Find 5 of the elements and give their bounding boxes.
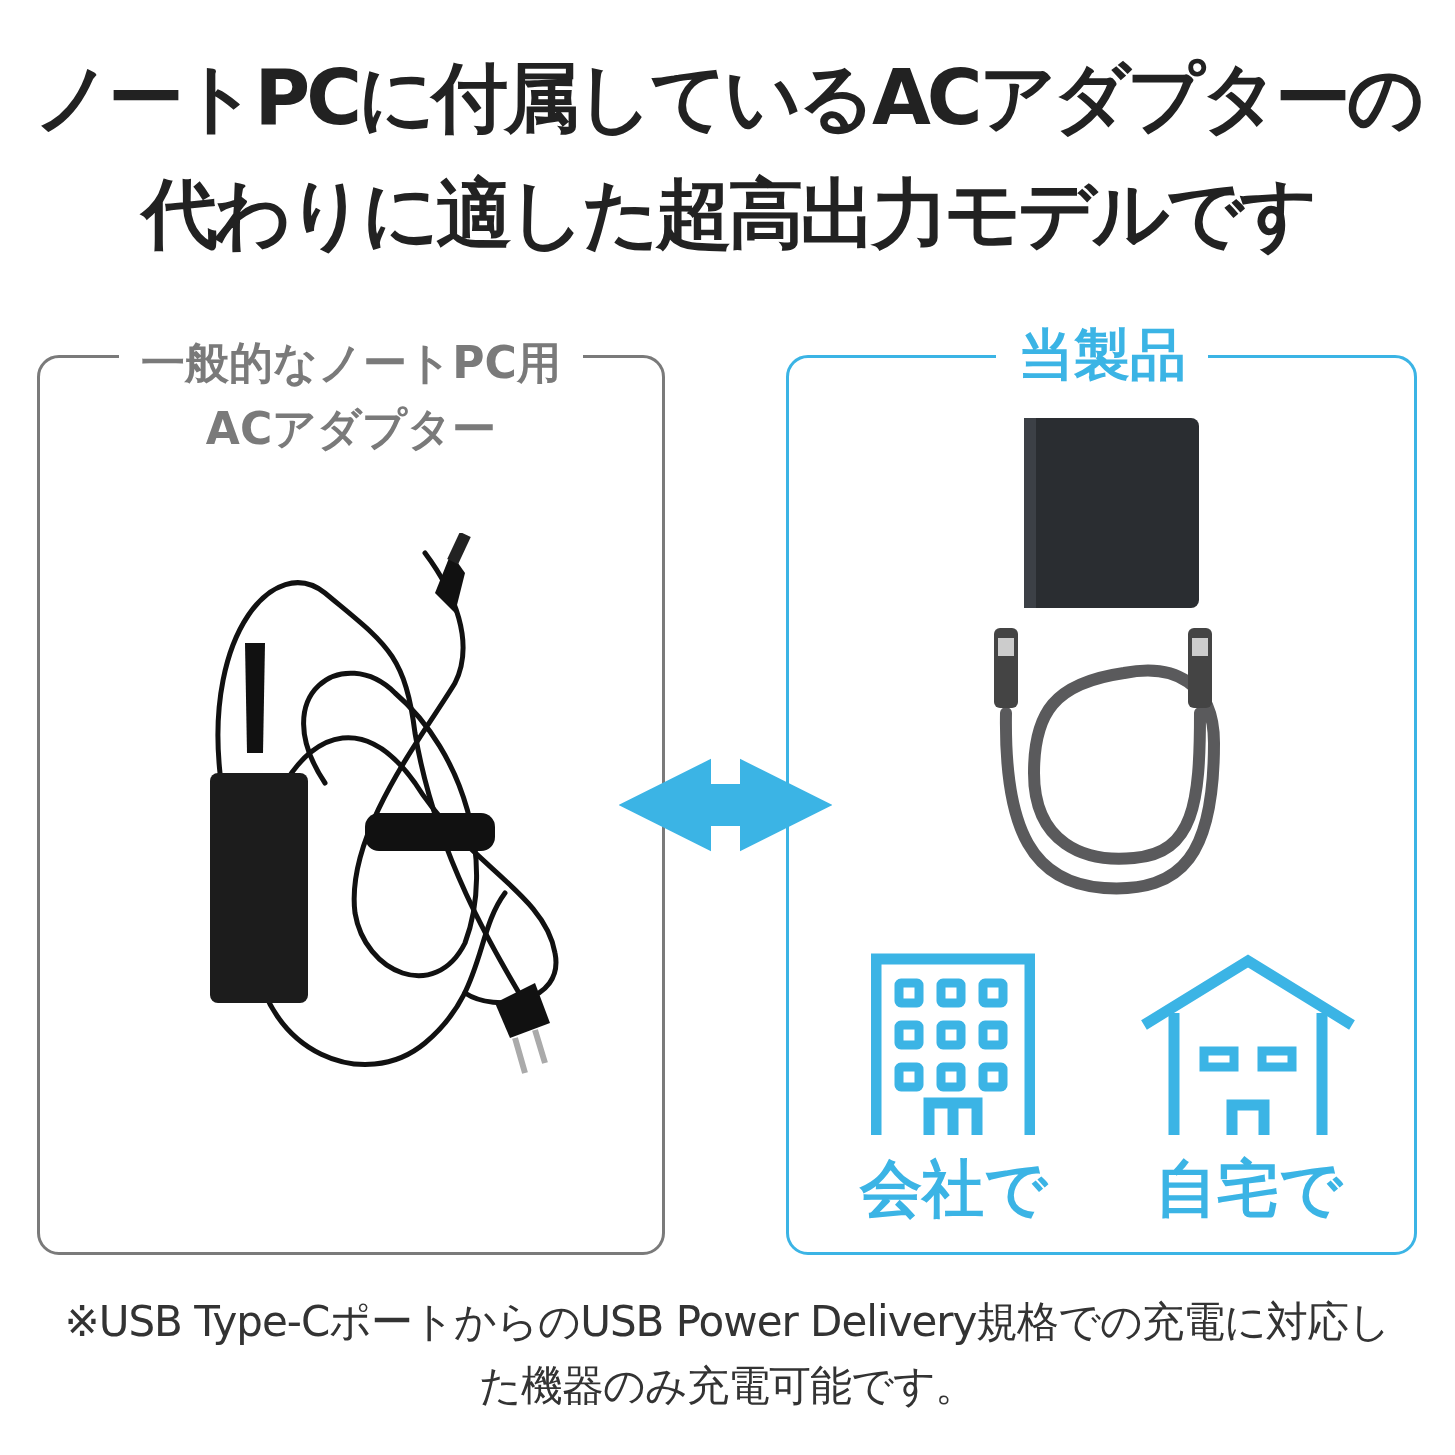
icon-caption: 自宅で — [1153, 1153, 1345, 1225]
double-arrow — [618, 758, 833, 852]
icon-caption: 会社で — [858, 1153, 1050, 1225]
footnote: ※USB Type-CポートからのUSB Power Delivery規格での充電に対応した機器のみ充電可能です。 — [63, 1296, 1392, 1412]
title: ノートPCに付属しているACアダプターの代わりに適した超高出力モデルです — [33, 52, 1422, 260]
